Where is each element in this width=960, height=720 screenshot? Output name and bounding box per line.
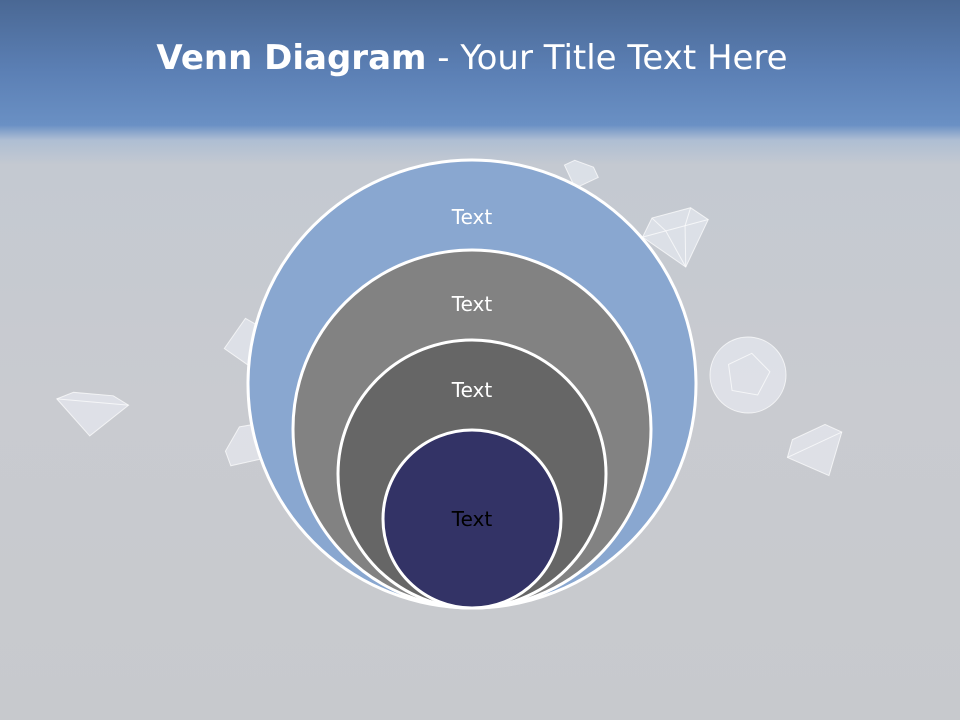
ring-label: Text — [451, 205, 493, 229]
ring-label: Text — [451, 378, 493, 402]
slide-title: Venn Diagram - Your Title Text Here — [0, 38, 944, 78]
ring-label: Text — [451, 292, 493, 316]
venn-ring-4: Text — [381, 428, 563, 610]
title-bold: Venn Diagram — [156, 38, 427, 78]
diamond-icon — [641, 207, 709, 268]
ring-circle — [381, 428, 563, 610]
diamond-icon — [709, 336, 787, 414]
ring-label: Text — [451, 507, 493, 531]
diamond-icon — [786, 423, 843, 477]
title-rest: - Your Title Text Here — [426, 38, 788, 78]
diamond-icon — [55, 391, 130, 437]
